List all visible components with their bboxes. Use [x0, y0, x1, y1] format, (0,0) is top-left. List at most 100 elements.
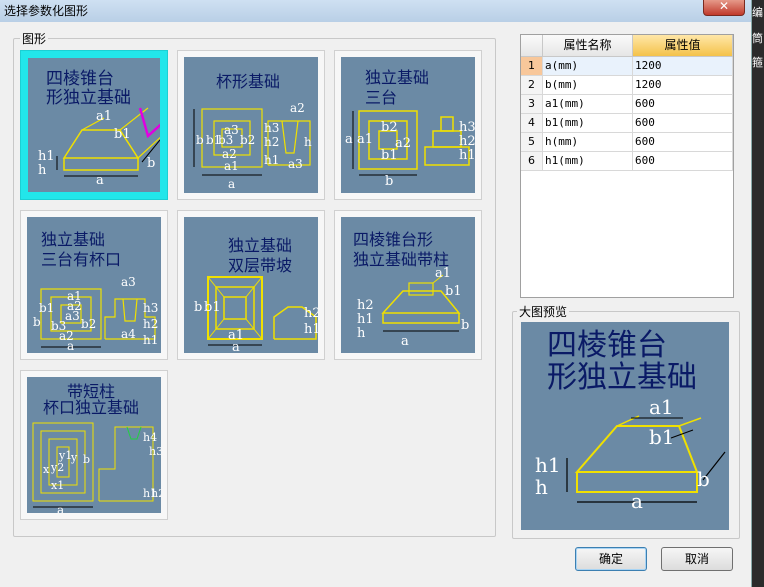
- shape-tile-2[interactable]: 杯形基础 a2 a3 b3 b2 h3 h2 h h1 a2 a1 a3 a b: [177, 50, 325, 200]
- shape-drawing: [207, 276, 317, 346]
- shape-title-line: 带短柱: [67, 382, 116, 401]
- dim-label: h: [357, 326, 366, 341]
- dim-label: h2: [459, 134, 475, 149]
- shape-drawing: [32, 422, 154, 508]
- dim-label: b2: [381, 120, 398, 135]
- shape-tile-5[interactable]: 独立基础 双层带坡 b b1 a1 a h2 h1: [177, 210, 325, 360]
- dim-label: a2: [59, 329, 74, 343]
- shape-image-1: 四棱锥台 形独立基础 a1 b1 h1 h a b: [28, 58, 160, 192]
- property-value[interactable]: 600: [633, 114, 733, 133]
- dim-label: a1: [357, 132, 374, 147]
- dim-label: h: [304, 135, 312, 149]
- dim-label: a4: [121, 327, 136, 341]
- dim-label: a1: [96, 109, 113, 124]
- dim-label: b2: [81, 317, 97, 331]
- row-index: 2: [521, 76, 543, 95]
- table-row[interactable]: 2 b(mm) 1200: [521, 76, 733, 95]
- dim-label: h2: [143, 317, 159, 331]
- dim-label: h1: [264, 153, 280, 167]
- close-button[interactable]: ✕: [703, 0, 745, 16]
- dim-label: b2: [240, 133, 256, 147]
- row-index: 4: [521, 114, 543, 133]
- shape-tile-3[interactable]: 独立基础 三台 a a1 b2 a2 b1 h3 h2 h1 b: [334, 50, 482, 200]
- table-row[interactable]: 4 b1(mm) 600: [521, 114, 733, 133]
- shape-tile-1[interactable]: 四棱锥台 形独立基础 a1 b1 h1 h a b: [20, 50, 168, 200]
- dim-label: y1: [59, 449, 73, 462]
- dim-label: b: [196, 133, 204, 147]
- background-window-edge: 编 筒 箍: [752, 0, 764, 587]
- row-index: 6: [521, 152, 543, 171]
- preview-title-line: 四棱锥台: [547, 328, 667, 363]
- dim-label: a: [67, 339, 75, 353]
- shape-title-line: 独立基础: [41, 230, 106, 249]
- dim-label: h: [38, 163, 47, 178]
- property-name: a1(mm): [543, 95, 633, 114]
- property-value[interactable]: 600: [633, 95, 733, 114]
- table-row[interactable]: 1 a(mm) 1200: [521, 57, 733, 76]
- property-name: h1(mm): [543, 152, 633, 171]
- dim-label: h1: [535, 453, 561, 477]
- preview-drawing: [566, 415, 726, 503]
- properties-table: 属性名称 属性值 1 a(mm) 1200 2 b(mm) 1200 3 a1(…: [520, 34, 734, 298]
- cancel-button[interactable]: 取消: [661, 547, 733, 571]
- dim-label: b1: [649, 425, 675, 449]
- dim-label: y: [71, 451, 78, 464]
- column-header-name[interactable]: 属性名称: [543, 35, 633, 57]
- shape-tile-6[interactable]: 四棱锥台形 独立基础带柱 a1 b1 h2 h1 h b a: [334, 210, 482, 360]
- preview-group: [512, 311, 740, 539]
- dim-label: b1: [206, 133, 222, 147]
- dim-label: a1: [228, 328, 245, 343]
- shape-title-line: 杯形基础: [216, 72, 281, 91]
- dim-label: b1: [381, 148, 398, 163]
- table-row[interactable]: 5 h(mm) 600: [521, 133, 733, 152]
- dim-label: a1: [224, 159, 239, 173]
- property-name: h(mm): [543, 133, 633, 152]
- dim-label: a3: [224, 123, 239, 137]
- dim-label: h2: [264, 135, 280, 149]
- shape-image-3: 独立基础 三台 a a1 b2 a2 b1 h3 h2 h1 b: [341, 57, 475, 193]
- ok-button[interactable]: 确定: [575, 547, 647, 571]
- shapes-group-label: 图形: [20, 30, 49, 47]
- title-bar[interactable]: 选择参数化图形 ✕: [0, 0, 751, 22]
- shape-tile-4[interactable]: 独立基础 三台有杯口 a1 a3 a2 b1 a3 b3 b2 a2 a4 h3…: [20, 210, 168, 360]
- edge-text: 箍: [752, 56, 763, 69]
- dim-label: a1: [67, 289, 82, 303]
- dim-label: b3: [51, 319, 67, 333]
- shape-drawing: [381, 274, 461, 332]
- shape-image-5: 独立基础 双层带坡 b b1 a1 a h2 h1: [184, 217, 318, 353]
- dim-label: h1: [459, 148, 475, 163]
- shape-title-line: 形独立基础: [46, 88, 131, 108]
- shape-tile-7[interactable]: 带短柱 杯口独立基础 x y1 y2 x1 b y h4 h3 h1 h2 a: [20, 370, 168, 520]
- property-value[interactable]: 1200: [633, 57, 733, 76]
- shape-drawing: [193, 108, 311, 176]
- property-name: b(mm): [543, 76, 633, 95]
- table-row[interactable]: 3 a1(mm) 600: [521, 95, 733, 114]
- dim-label: a3: [65, 309, 80, 323]
- shape-title-line: 独立基础带柱: [353, 250, 450, 269]
- dim-label: a2: [290, 101, 305, 115]
- shapes-group: [13, 38, 496, 537]
- close-icon: ✕: [718, 0, 730, 13]
- shape-image-7: 带短柱 杯口独立基础 x y1 y2 x1 b y h4 h3 h1 h2 a: [27, 377, 161, 513]
- property-value[interactable]: 1200: [633, 76, 733, 95]
- column-header-value[interactable]: 属性值: [633, 35, 733, 57]
- row-index: 5: [521, 133, 543, 152]
- dim-label: h: [535, 475, 548, 499]
- dim-label: b: [461, 318, 470, 333]
- shape-title-line: 三台: [365, 88, 398, 107]
- property-value[interactable]: 600: [633, 152, 733, 171]
- dim-label: b1: [204, 300, 221, 315]
- row-index: 1: [521, 57, 543, 76]
- dim-label: x: [43, 463, 50, 476]
- property-value[interactable]: 600: [633, 133, 733, 152]
- table-row[interactable]: 6 h1(mm) 600: [521, 152, 733, 171]
- preview-title-line: 形独立基础: [547, 360, 697, 395]
- shape-drawing: [352, 110, 470, 176]
- dim-label: a: [401, 334, 409, 349]
- edge-text: 筒: [752, 32, 763, 45]
- dim-label: a1: [649, 395, 674, 419]
- shape-image-4: 独立基础 三台有杯口 a1 a3 a2 b1 a3 b3 b2 a2 a4 h3…: [27, 217, 161, 353]
- dim-label: x1: [51, 479, 65, 492]
- dim-label: h1: [304, 322, 318, 337]
